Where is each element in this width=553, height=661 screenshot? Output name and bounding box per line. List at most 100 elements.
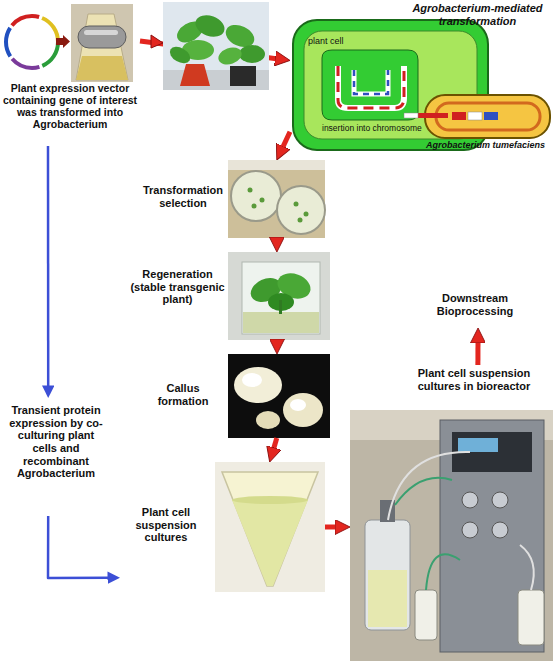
agrobacterium-illustration-part: [404, 113, 418, 118]
agrobacterium-illustration-part: [452, 112, 466, 120]
step-label: Transformation selection: [140, 184, 226, 209]
process-step: Transient protein expression by co-cultu…: [0, 398, 112, 516]
petri-dish-photo-part: [304, 212, 309, 217]
step-label: Transient protein expression by co-cultu…: [8, 404, 104, 480]
callus-photo-part: [242, 373, 262, 387]
petri-dish-photo-part: [294, 202, 299, 207]
petri-dish-photo-part: [298, 218, 303, 223]
callus-photo: [228, 354, 330, 438]
tobacco-plant-photo-part: [151, 35, 163, 48]
illustration-label: Agrobacterium tumefaciens: [418, 140, 553, 150]
flow-arrow: [140, 41, 278, 59]
suspension-flask-photo: [215, 462, 325, 592]
step-label: Regeneration (stable transgenic plant): [130, 268, 225, 306]
suspension-flask-photo-part: [232, 500, 308, 586]
agrobacterium-illustration-part: [468, 112, 482, 120]
bioreactor-photo-part: [368, 570, 407, 627]
process-step: Plant cell suspension cultures in biorea…: [350, 365, 553, 661]
petri-dish-photo-part: [248, 188, 253, 193]
agrobacterium-illustration: [404, 95, 550, 138]
bioreactor-photo-part: [440, 420, 544, 652]
plant-cell-illustration-part: [322, 50, 418, 120]
tobacco-plant-photo-part: [180, 64, 210, 86]
plant-cell-illustration-part: [338, 66, 404, 108]
plasmid-map-part: [6, 16, 58, 68]
bioreactor-photo: [350, 410, 553, 661]
tobacco-plant-photo-part: [182, 40, 214, 60]
bioreactor-photo-part: [365, 520, 410, 630]
process-step: Regeneration (stable transgenic plant): [130, 252, 330, 340]
bioreactor-photo-part: [462, 492, 478, 508]
agrobacterium-illustration-part: [418, 113, 448, 118]
plasmid-map-part: [6, 16, 58, 68]
culture-flask-photo-part: [76, 56, 128, 80]
regenerated-plant-photo-part: [279, 300, 282, 314]
bioreactor-photo-part: [492, 492, 508, 508]
process-step: Plant cell suspension cultures: [120, 462, 325, 592]
tobacco-plant-photo-part: [239, 45, 265, 63]
plant-cell-illustration-part: [354, 70, 388, 94]
flow-arrow: [475, 340, 480, 365]
bioreactor-photo-part: [462, 522, 478, 538]
step-label: Agrobacterium-mediated transformation: [402, 2, 553, 27]
flow-arrow: [273, 438, 277, 451]
plasmid-map-part: [63, 35, 70, 48]
step-label: Plant cell suspension cultures: [120, 506, 212, 544]
culture-flask-photo: [71, 4, 133, 82]
plasmid-map-part: [56, 38, 64, 45]
flow-arrow: [275, 340, 280, 342]
process-step: Downstream Bioprocessing: [400, 288, 550, 328]
tobacco-plant-photo-part: [163, 70, 269, 90]
suspension-flask-photo-part: [215, 462, 325, 592]
bioreactor-photo-part: [520, 545, 534, 590]
tobacco-plant-photo-part: [230, 66, 256, 86]
agrobacterium-illustration-part: [436, 103, 540, 130]
process-step: Callus formation: [140, 354, 330, 438]
plant-cell-illustration-part: [354, 70, 388, 94]
bioreactor-photo-part: [426, 554, 460, 590]
plant-cell-illustration-part: [338, 66, 404, 108]
process-step: Plant expression vector containing gene …: [0, 0, 140, 146]
suspension-flask-photo-part: [232, 496, 308, 504]
suspension-flask-photo-part: [222, 472, 318, 586]
plasmid-map-part: [6, 16, 58, 68]
regenerated-plant-photo-part: [242, 262, 320, 334]
regenerated-plant-photo-part: [228, 252, 330, 340]
bioreactor-photo-part: [350, 410, 553, 661]
petri-dish-photo-part: [277, 186, 325, 234]
petri-dish-photo-part: [228, 160, 325, 170]
tobacco-plant-photo-part: [163, 2, 269, 90]
petri-dish-photo-part: [252, 204, 257, 209]
flow-arrow: [282, 132, 290, 149]
bioreactor-photo-part: [458, 438, 498, 452]
flow-arrow: [48, 516, 110, 578]
step-label: Plant cell suspension cultures in biorea…: [395, 367, 553, 392]
regenerated-plant-photo: [228, 252, 330, 340]
petri-dish-photo: [228, 160, 325, 238]
tobacco-plant-photo-part: [173, 17, 206, 47]
callus-photo-part: [290, 399, 306, 411]
flow-arrow: [47, 146, 50, 388]
tobacco-plant-photo-part: [216, 44, 244, 67]
callus-photo-part: [283, 393, 323, 427]
step-label: Callus formation: [140, 382, 226, 407]
plasmid-map-part: [6, 16, 58, 68]
bioreactor-photo-part: [388, 452, 470, 520]
culture-flask-photo-part: [84, 30, 118, 35]
tobacco-plant-photo-part: [167, 43, 193, 66]
petri-dish-photo-part: [260, 198, 265, 203]
bioreactor-photo-part: [395, 478, 452, 505]
tobacco-plant-photo: [151, 2, 269, 90]
bioreactor-photo-part: [492, 522, 508, 538]
step-label: Plant expression vector containing gene …: [0, 82, 140, 130]
tobacco-plant-photo-part: [222, 21, 258, 52]
plasmid-map: [6, 16, 70, 68]
petri-dish-photo-part: [231, 171, 281, 221]
plasmid-map-part: [6, 16, 58, 68]
callus-photo-part: [234, 367, 282, 403]
illustration-label: insertion into chromosome: [322, 124, 462, 134]
culture-flask-photo-part: [78, 26, 126, 48]
culture-flask-photo-part: [76, 14, 128, 80]
